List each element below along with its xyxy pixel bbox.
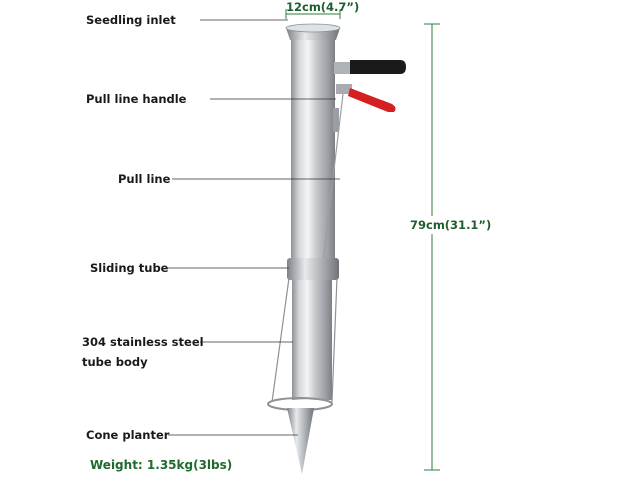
label-pull-line-handle: Pull line handle: [86, 92, 187, 106]
weight-label: Weight: 1.35kg(3lbs): [90, 458, 233, 472]
lever-pivot: [336, 84, 352, 94]
cone-planter: [287, 408, 314, 474]
label-cone-planter: Cone planter: [86, 428, 170, 442]
spring: [333, 108, 339, 132]
sliding-tube-collar: [287, 258, 339, 280]
lever-red: [348, 88, 396, 112]
label-tube-body-line1: 304 stainless steel: [82, 335, 204, 349]
cone-wire-left: [271, 277, 290, 403]
cone-wire-right: [331, 277, 338, 403]
handle-grip: [350, 60, 406, 74]
height-label-bg: [408, 216, 524, 234]
label-tube-body-line2: tube body: [82, 355, 148, 369]
label-pull-line: Pull line: [118, 172, 171, 186]
seedling-inlet-rim: [285, 23, 341, 33]
label-sliding-tube: Sliding tube: [90, 261, 169, 275]
handle-bracket: [334, 62, 352, 74]
label-seedling-inlet: Seedling inlet: [86, 13, 176, 27]
height-dimension-label: 79cm(31.1”): [410, 218, 492, 232]
lower-tube: [292, 280, 332, 400]
width-dimension-label: 12cm(4.7”): [286, 0, 360, 14]
tube-body: [291, 36, 335, 264]
pull-line: [322, 93, 344, 263]
